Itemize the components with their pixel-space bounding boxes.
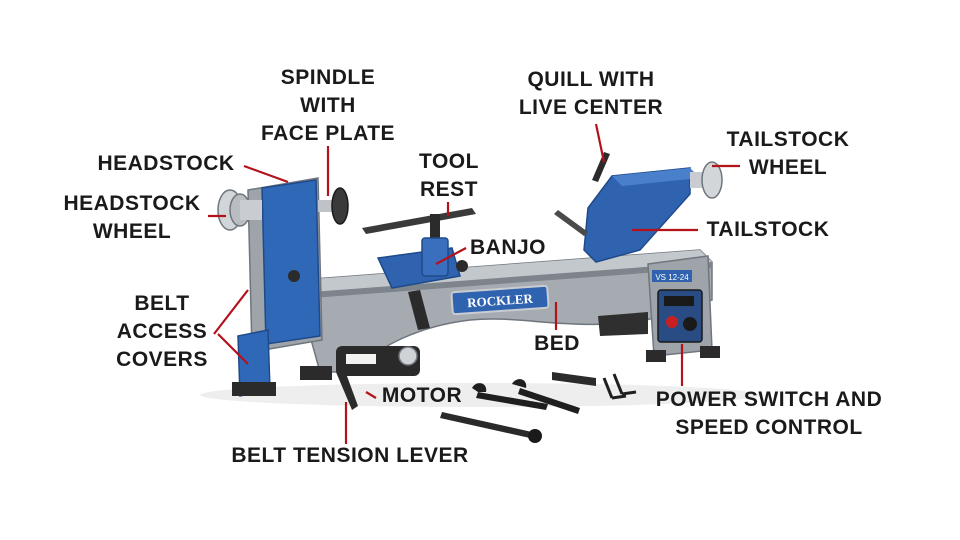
lathe-illustration: ROCKLER bbox=[200, 152, 760, 443]
leader-motor bbox=[365, 391, 377, 399]
brand-plate: ROCKLER bbox=[450, 284, 550, 316]
label-motor: MOTOR bbox=[381, 384, 463, 407]
tailstock-body bbox=[554, 152, 723, 263]
label-headstock: HEADSTOCK bbox=[97, 152, 235, 175]
control-box: VS 12-24 bbox=[598, 255, 720, 362]
headstock-body bbox=[217, 177, 349, 397]
label-headstock-wheel: HEADSTOCK WHEEL bbox=[63, 192, 201, 243]
label-tool-rest: TOOL REST bbox=[419, 150, 479, 201]
leader-headstock bbox=[243, 164, 289, 184]
label-tailstock: TAILSTOCK bbox=[706, 218, 830, 241]
accessories bbox=[440, 372, 637, 443]
leader-belt-2 bbox=[217, 333, 249, 365]
leader-quill bbox=[594, 123, 606, 163]
label-bed: BED bbox=[534, 332, 580, 355]
model-text: VS 12-24 bbox=[655, 273, 689, 282]
label-belt-access: BELT ACCESS COVERS bbox=[116, 292, 208, 371]
label-power: POWER SWITCH AND SPEED CONTROL bbox=[655, 388, 883, 439]
label-spindle: SPINDLE WITH FACE PLATE bbox=[260, 66, 396, 145]
tool-rest-assembly bbox=[362, 208, 476, 330]
label-quill: QUILL WITH LIVE CENTER bbox=[518, 68, 664, 119]
leader-belt-1 bbox=[213, 289, 249, 335]
leader-banjo bbox=[435, 247, 467, 265]
label-tailstock-wheel: TAILSTOCK WHEEL bbox=[726, 128, 850, 179]
leader-lines bbox=[208, 123, 740, 444]
label-belt-tension: BELT TENSION LEVER bbox=[231, 444, 469, 467]
brand-text: ROCKLER bbox=[467, 291, 534, 311]
motor-body bbox=[336, 346, 420, 410]
label-banjo: BANJO bbox=[469, 236, 546, 259]
